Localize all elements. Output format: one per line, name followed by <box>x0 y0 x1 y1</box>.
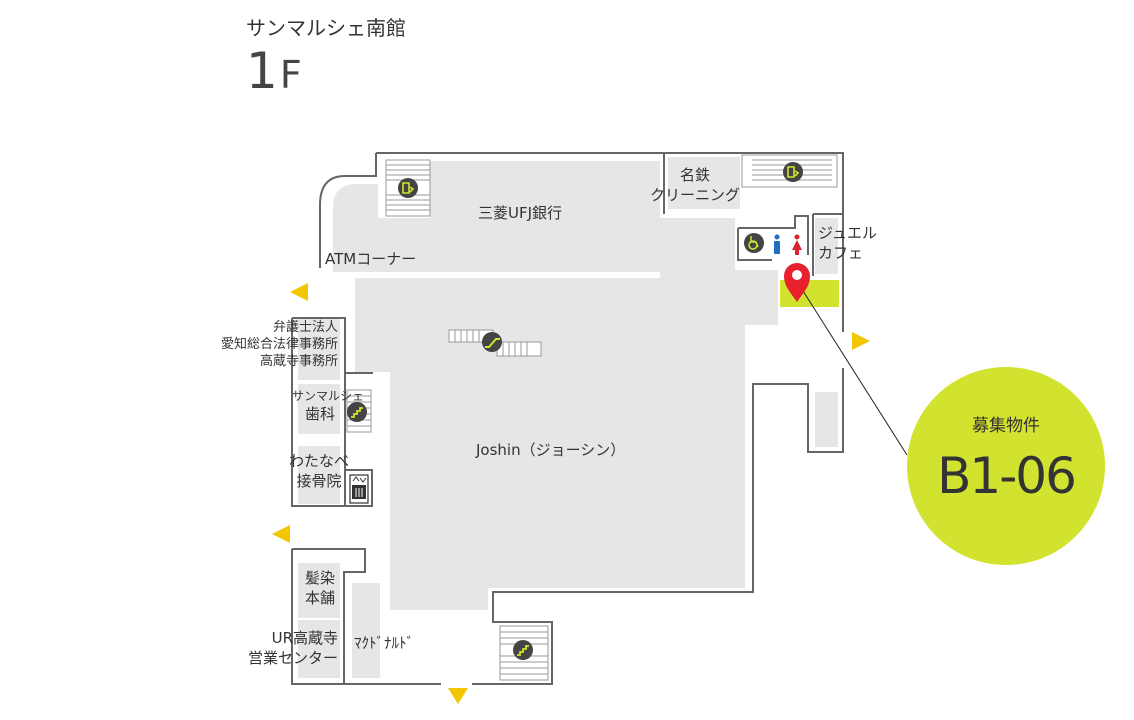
hair-label: 髪染 本舗 <box>298 568 342 609</box>
room-atm <box>333 243 420 272</box>
location-pin-icon[interactable] <box>784 263 810 302</box>
bone-clinic-label-line2: 接骨院 <box>296 472 342 491</box>
bone-clinic-label: わたなべ 接骨院 <box>286 451 352 492</box>
law-office-label-line2: 愛知総合法律事務所 <box>220 336 338 352</box>
floor-number: 1F <box>246 46 302 96</box>
ur-center-label: UR高蔵寺 営業センター <box>226 628 338 669</box>
bone-clinic-label-line1: わたなべ <box>288 452 349 470</box>
law-office-label-line1: 弁護士法人 <box>272 320 338 335</box>
mcd-label: ﾏｸﾄﾞﾅﾙﾄﾞ <box>354 634 415 652</box>
ur-center-label-line2: 営業センター <box>247 649 338 668</box>
stairs-icon <box>513 640 533 660</box>
entrance-arrow-icon <box>852 332 870 350</box>
leader-line <box>797 282 908 456</box>
female-toilet-icon <box>792 234 802 255</box>
entrance-arrow-icon <box>272 525 290 543</box>
law-office-label: 弁護士法人 愛知総合法律事務所 高蔵寺事務所 <box>200 320 338 371</box>
emergency-exit-icon <box>398 178 418 198</box>
elevator-icon <box>349 474 369 504</box>
dental-label-line1: サンマルシェ <box>292 389 365 403</box>
escalator-icon <box>482 332 502 352</box>
building-name: サンマルシェ南館 <box>246 16 406 40</box>
cleaning-label-line2: クリーニング <box>649 186 740 205</box>
entrance-arrows <box>272 283 870 704</box>
room-east-small <box>815 392 838 447</box>
stairs-icon <box>347 402 367 422</box>
dental-label-line2: 歯科 <box>304 405 335 424</box>
entrance-arrow-icon <box>448 688 468 704</box>
room-jewel-cafe <box>815 218 838 274</box>
room-cleaning <box>668 157 740 209</box>
floor-number-digit: 1 <box>246 42 278 100</box>
law-office-label-line3: 高蔵寺事務所 <box>259 353 338 369</box>
room-dental <box>298 384 340 434</box>
jewel-cafe-label: ジュエル カフェ <box>818 223 877 264</box>
floor-number-unit: F <box>279 53 302 97</box>
jewel-cafe-label-line2: カフェ <box>818 244 864 263</box>
hair-label-line1: 髪染 <box>304 569 335 587</box>
atm-label: ATMコーナー <box>325 250 417 268</box>
room-bank <box>333 161 660 272</box>
dental-label: サンマルシェ 歯科 <box>292 388 365 424</box>
room-fills <box>298 157 838 678</box>
entrance-arrow-icon <box>290 283 308 301</box>
jewel-cafe-label-line1: ジュエル <box>818 224 877 242</box>
wheelchair-icon <box>744 233 764 253</box>
male-toilet-icon <box>774 234 780 254</box>
cleaning-label: 名鉄 クリーニング <box>643 165 747 206</box>
vacancy-badge[interactable]: 募集物件 B1-06 <box>907 367 1105 565</box>
joshin-label: Joshin（ジョーシン） <box>476 441 626 459</box>
room-ur <box>298 620 340 678</box>
walls <box>291 152 844 685</box>
vacancy-unit: B1-06 <box>937 447 1077 505</box>
room-mcd <box>352 583 380 678</box>
emergency-exit-icon <box>783 162 803 182</box>
cleaning-label-line1: 名鉄 <box>679 166 710 184</box>
room-law <box>298 318 340 380</box>
vacancy-title: 募集物件 <box>972 416 1040 436</box>
room-bone <box>298 446 340 504</box>
room-joshin[interactable] <box>355 218 778 610</box>
room-hair <box>298 563 340 618</box>
ur-center-label-line1: UR高蔵寺 <box>271 629 338 647</box>
bank-label: 三菱UFJ銀行 <box>478 204 563 222</box>
hair-label-line2: 本舗 <box>304 589 335 608</box>
